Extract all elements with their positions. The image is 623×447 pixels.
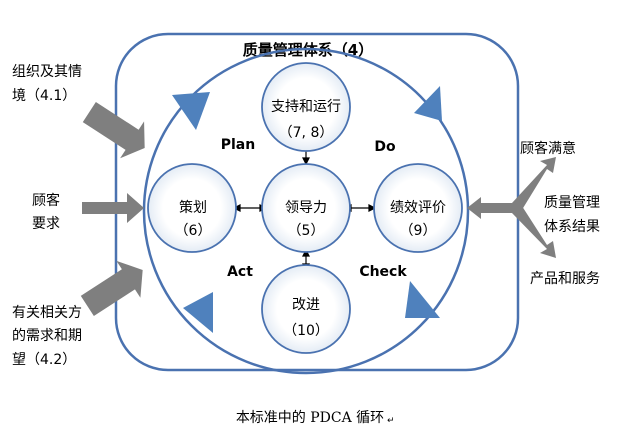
node-improvement: 改进 （10） (261, 264, 351, 354)
node-improvement-label: 改进 (292, 297, 320, 313)
output-products: 产品和服务 (530, 271, 600, 287)
node-support-label: 支持和运行 (271, 99, 341, 115)
node-leadership-label: 领导力 (285, 200, 327, 216)
node-leadership: 领导力 （5） (261, 163, 351, 253)
output-results-line1: 质量管理 (544, 195, 600, 211)
node-planning-number: （6） (175, 223, 212, 239)
output-satisfaction: 顾客满意 (520, 140, 576, 157)
pdca-cycle-ring (142, 47, 470, 375)
cycle-arrow-bottom-left (183, 292, 213, 333)
input-org-context-line1: 组织及其情 (12, 64, 82, 80)
cycle-arrow-top-left (172, 92, 210, 130)
output-arrows (467, 157, 556, 258)
node-planning-label: 策划 (179, 199, 207, 216)
input-arrow-org-context (82, 101, 145, 159)
node-evaluation-label: 绩效评价 (390, 200, 446, 216)
input-interested-line2: 的需求和期 (12, 328, 82, 344)
input-org-context-line2: 境（4.1） (12, 88, 76, 104)
pdca-check-label: Check (359, 264, 407, 280)
input-arrow-customer-req (82, 193, 144, 223)
output-results-line2: 体系结果 (544, 219, 600, 235)
input-interested-line3: 望（4.2） (12, 352, 76, 368)
node-evaluation-number: （9） (400, 223, 437, 239)
input-arrow-interested (80, 260, 143, 317)
pdca-act-label: Act (227, 264, 253, 280)
node-support-number: （7, 8） (279, 125, 334, 141)
node-leadership-number: （5） (288, 223, 325, 239)
input-customer-line2: 要求 (32, 216, 60, 232)
node-planning: 策划 （6） (147, 163, 237, 253)
node-improvement-number: （10） (283, 323, 329, 339)
cycle-arrow-bottom-right (405, 281, 440, 318)
return-mark-icon: ↵ (387, 416, 395, 426)
pdca-do-label: Do (374, 139, 396, 155)
node-evaluation: 绩效评价 （9） (373, 163, 463, 253)
cycle-arrow-top-right (414, 86, 442, 121)
pdca-plan-label: Plan (221, 137, 255, 153)
figure-caption: 本标准中的 PDCA 循环 (236, 410, 384, 426)
node-support: 支持和运行 （7, 8） (261, 62, 351, 152)
input-interested-line1: 有关相关方 (12, 305, 82, 321)
input-customer-line1: 顾客 (32, 192, 60, 209)
